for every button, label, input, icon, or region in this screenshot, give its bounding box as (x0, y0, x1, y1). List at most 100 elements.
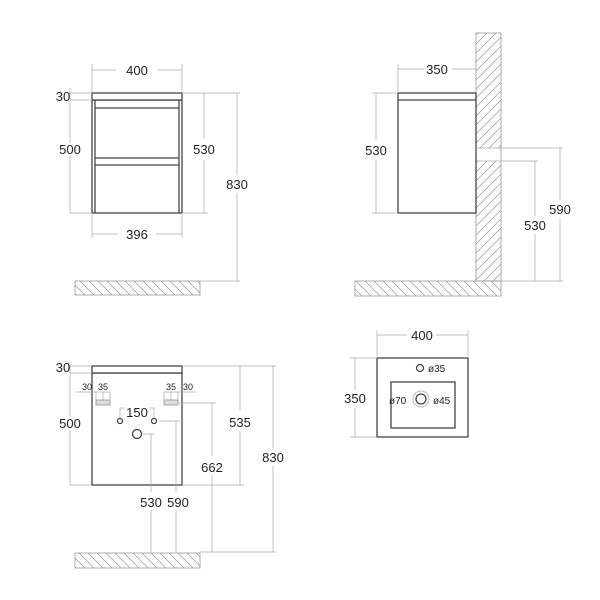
hatch-line (97, 280, 113, 296)
hatch-line (475, 173, 502, 200)
hatch-line (475, 36, 502, 63)
dim-tap-hole: ø35 (428, 364, 446, 375)
hatch-line (475, 182, 502, 209)
dim-pipe-upper: 590 (549, 202, 571, 217)
dim-drain-inner: ø45 (433, 396, 451, 407)
hatch-line (475, 32, 497, 54)
hatch-line (123, 552, 140, 569)
hatch-line (475, 191, 502, 218)
hatch-line (475, 164, 502, 191)
hatch-line (436, 280, 453, 297)
supply-hole-right (150, 417, 158, 425)
front-view: 400 30 500 530 830 396 (56, 63, 248, 296)
hatch-line (87, 552, 104, 569)
hatch-line (178, 280, 194, 296)
floor (74, 552, 201, 569)
hatch-line (355, 280, 372, 297)
hatch-line (106, 280, 122, 296)
hatch-line (141, 552, 158, 569)
dim-pipe-lower: 530 (524, 218, 546, 233)
hatch-line (391, 280, 408, 297)
mounting-bracket-left (95, 399, 111, 406)
side-view: 350 530 590 530 (354, 32, 571, 297)
hatch-line (150, 552, 167, 569)
hatch-line (177, 552, 194, 569)
hatch-line (133, 280, 149, 296)
hatch-line (78, 552, 95, 569)
mounting-bracket-right (163, 399, 179, 406)
hatch-line (475, 200, 502, 227)
floor (354, 280, 502, 297)
dim-hole-spacing: 150 (126, 405, 148, 420)
dim-basin-width: 400 (411, 328, 433, 343)
dim-left-offset-a: 30 (82, 382, 92, 392)
dim-basin-depth: 350 (344, 391, 366, 406)
hatch-line (475, 45, 502, 72)
hatch-line (475, 254, 502, 281)
hatch-line (195, 552, 201, 558)
dim-top-thickness: 30 (56, 89, 70, 104)
dim-body-with-top: 530 (193, 142, 215, 157)
hatch-line (475, 218, 502, 245)
dim-height-535: 535 (229, 415, 251, 430)
hatch-line (142, 280, 158, 296)
hatch-line (492, 272, 502, 282)
hatch-line (475, 227, 502, 254)
hatch-line (475, 160, 488, 173)
hatch-line (74, 284, 86, 296)
hatch-line (475, 160, 497, 182)
dim-right-offset-b: 35 (166, 382, 176, 392)
hatch-line (373, 280, 390, 297)
dim-total-height: 830 (262, 450, 284, 465)
hatch-line (354, 288, 363, 297)
hatch-line (454, 280, 471, 297)
hatch-line (475, 72, 502, 99)
hatch-line (409, 280, 426, 297)
dim-side-height: 530 (365, 143, 387, 158)
dim-drain-height: 530 (140, 495, 162, 510)
hatch-line (88, 280, 104, 296)
dim-body-height: 500 (59, 142, 81, 157)
drain-hole (131, 428, 143, 440)
hatch-line (105, 552, 122, 569)
hatch-line (168, 552, 185, 569)
hatch-line (488, 135, 502, 149)
hatch-line (132, 552, 149, 569)
top-view: 400 350 ø35 ø70 ø45 (344, 328, 469, 438)
hatch-line (472, 280, 489, 297)
hatch-line (187, 280, 201, 294)
hatch-line (475, 117, 502, 144)
hatch-line (114, 552, 131, 569)
hatch-line (445, 280, 462, 297)
dim-total-height: 830 (226, 177, 248, 192)
drain-outer (412, 390, 430, 408)
hatch-line (490, 280, 502, 292)
dim-top-thickness: 30 (56, 360, 70, 375)
hatch-line (475, 108, 502, 135)
hatch-line (475, 81, 502, 108)
dim-height-662: 662 (201, 460, 223, 475)
dim-body-height: 500 (59, 416, 81, 431)
dim-supply-height: 590 (167, 495, 189, 510)
dim-left-offset-b: 35 (98, 382, 108, 392)
hatch-line (475, 63, 502, 90)
hatch-line (79, 280, 95, 296)
dim-drain-outer: ø70 (389, 396, 407, 407)
hatch-line (160, 280, 176, 296)
cabinet-body (91, 99, 183, 214)
floor (74, 280, 201, 296)
dim-width-bottom: 396 (126, 227, 148, 242)
hatch-line (159, 552, 176, 569)
hatch-line (475, 209, 502, 236)
hatch-line (427, 280, 444, 297)
hatch-line (463, 280, 480, 297)
hatch-line (418, 280, 435, 297)
hatch-line (475, 90, 502, 117)
hatch-line (96, 552, 113, 569)
tap-hole (415, 363, 425, 373)
pipe-opening (477, 148, 500, 161)
hatch-line (400, 280, 417, 297)
hatch-line (124, 280, 140, 296)
